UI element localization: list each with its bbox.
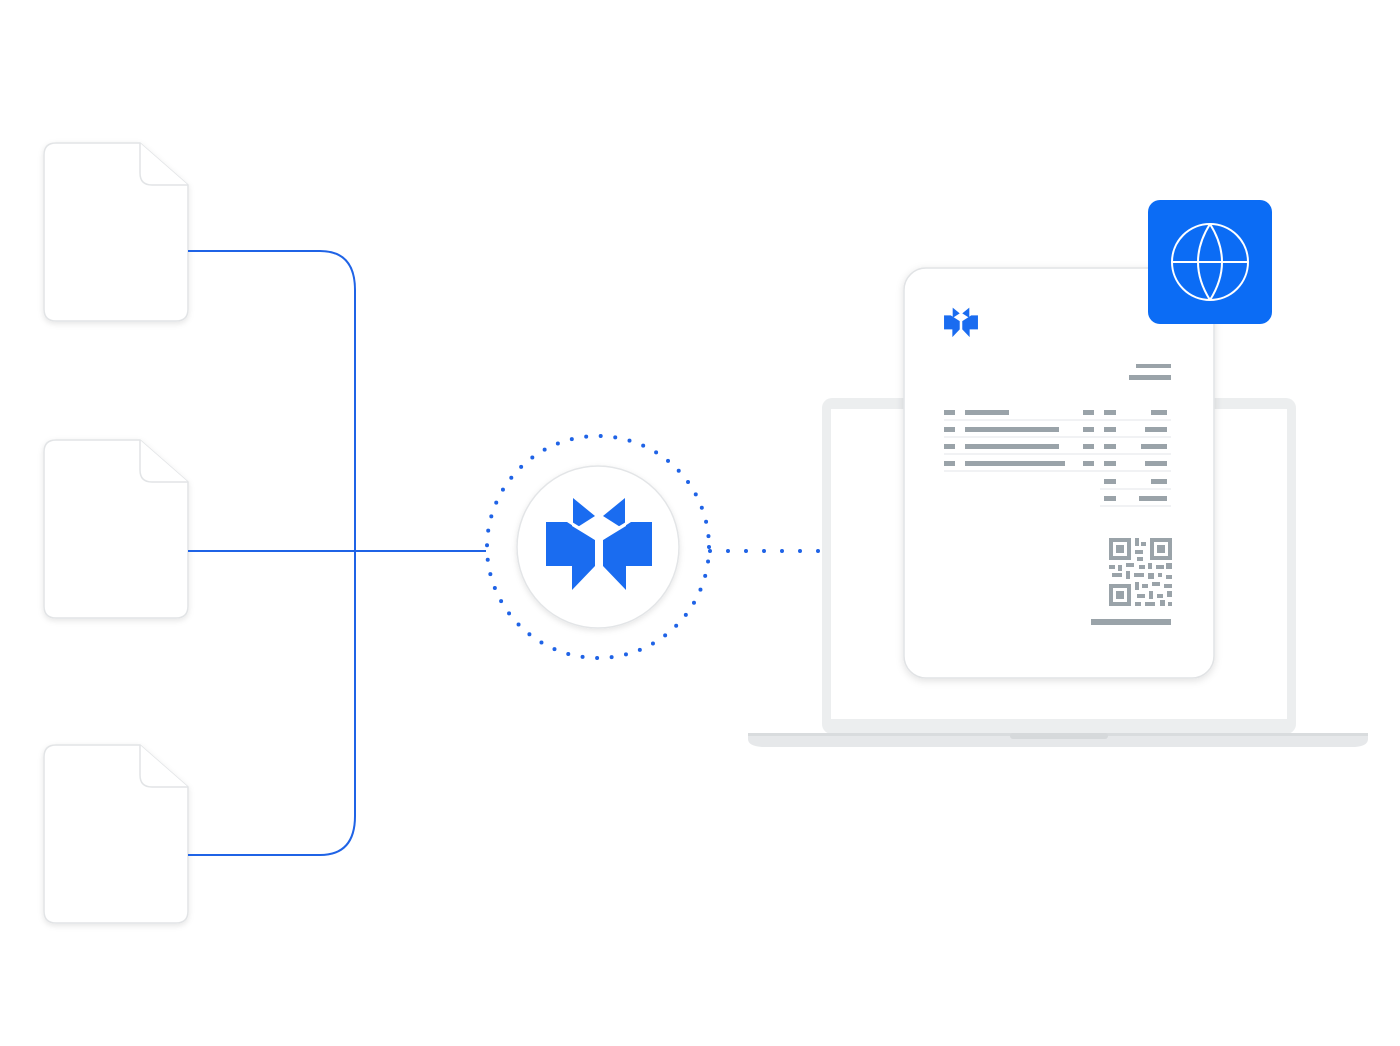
butterfly-logo-icon [546,498,652,590]
source-file-2 [43,439,189,619]
processing-hub [485,434,711,660]
connector-top [188,250,356,856]
laptop-notch [1010,733,1108,739]
invoice-document-icon [903,267,1215,679]
globe-badge [1148,200,1272,324]
invoice-logo-icon [944,307,978,338]
invoice-table [944,410,1171,507]
laptop-base [748,733,1368,747]
qr-caption-line [1091,619,1171,625]
source-file-3 [43,744,189,924]
qr-code-icon [1109,538,1172,606]
connector-lines [188,250,486,856]
source-file-1 [43,142,189,322]
invoice-header-lines [1129,364,1171,380]
dotted-ring [485,434,711,660]
globe-icon [1171,223,1249,301]
hub-circle [516,465,680,629]
